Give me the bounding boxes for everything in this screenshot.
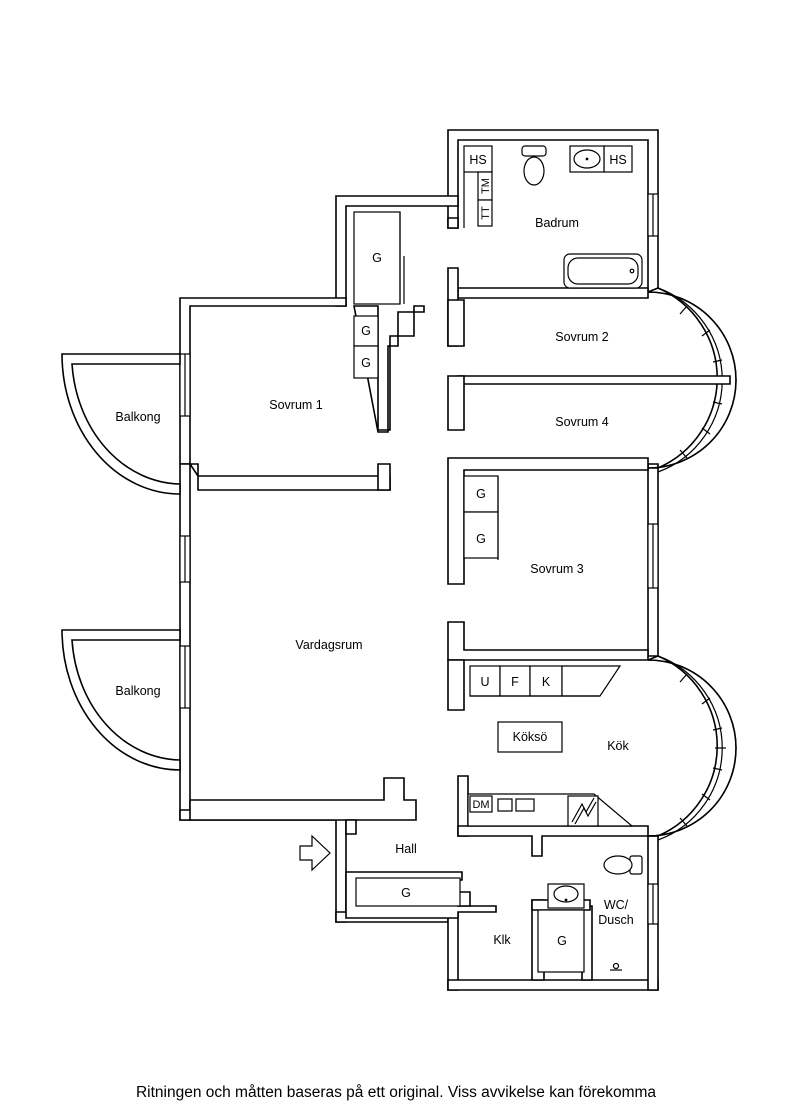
appliance-label-u: U	[480, 675, 489, 689]
round-bay-bedrooms	[647, 287, 737, 473]
entrance-arrow-icon	[299, 834, 331, 872]
fixture-label-hs-left: HS	[469, 153, 486, 167]
wardrobe-label-g-7: G	[557, 934, 567, 948]
round-bay-kitchen	[647, 655, 737, 841]
wardrobe-label-g-4: G	[476, 487, 486, 501]
bathroom-window	[647, 193, 659, 237]
room-label-sovrum4: Sovrum 4	[555, 415, 609, 429]
appliance-label-dm: DM	[472, 799, 489, 811]
room-label-balkong-lower: Balkong	[115, 684, 160, 698]
island-label-kokso: Köksö	[513, 730, 548, 744]
disclaimer-footer: Ritningen och måtten baseras på ett orig…	[135, 1084, 657, 1101]
left-windows	[179, 353, 659, 925]
room-label-balkong-upper: Balkong	[115, 410, 160, 424]
wardrobe-label-g-2: G	[361, 324, 371, 338]
wardrobe-label-g-3: G	[361, 356, 371, 370]
fixture-label-tt: TT	[480, 206, 492, 220]
balcony-upper	[61, 353, 181, 495]
balcony-lower	[61, 629, 181, 771]
fixture-label-hs-right: HS	[609, 153, 626, 167]
bathroom-fixtures	[463, 145, 643, 289]
room-label-kok: Kök	[607, 739, 629, 753]
room-label-badrum: Badrum	[535, 216, 579, 230]
room-label-hall: Hall	[395, 842, 417, 856]
room-label-dusch: Dusch	[598, 913, 633, 927]
wardrobe-label-g-5: G	[476, 532, 486, 546]
room-label-sovrum2: Sovrum 2	[555, 330, 609, 344]
wc-fixtures	[547, 855, 643, 971]
room-label-klk: Klk	[493, 933, 511, 947]
fixture-label-tm: TM	[480, 178, 492, 194]
appliance-label-k: K	[542, 675, 551, 689]
wardrobe-label-g-6: G	[401, 886, 411, 900]
appliance-label-f: F	[511, 675, 519, 689]
room-label-wc: WC/	[604, 898, 629, 912]
wardrobe-label-g-1: G	[372, 251, 382, 265]
room-label-sovrum3: Sovrum 3	[530, 562, 584, 576]
room-label-sovrum1: Sovrum 1	[269, 398, 323, 412]
wardrobes	[353, 211, 585, 973]
kitchen-fixtures	[467, 665, 634, 827]
room-label-vardagsrum: Vardagsrum	[295, 638, 362, 652]
